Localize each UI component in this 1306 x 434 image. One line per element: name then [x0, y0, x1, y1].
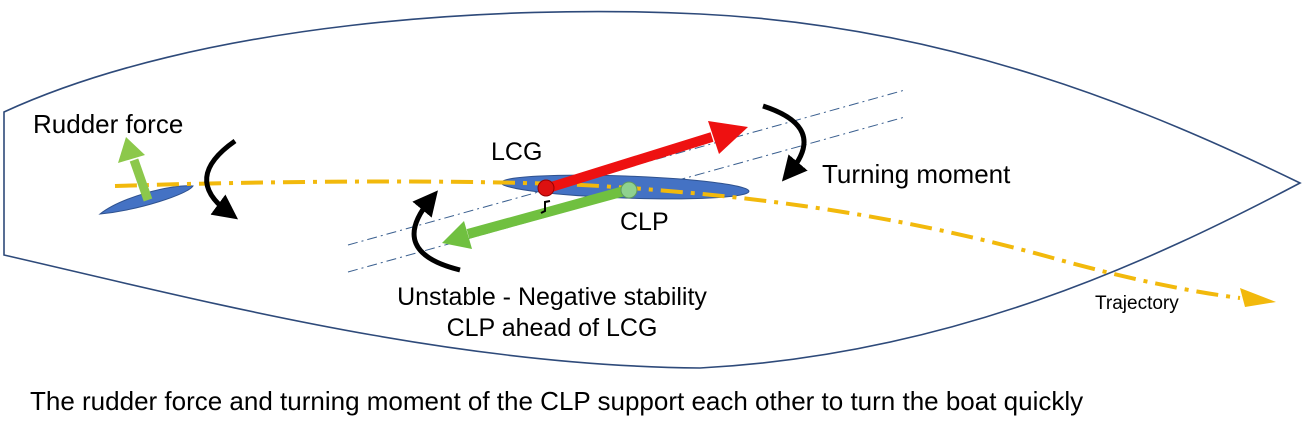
- trajectory-arrowhead: [1240, 288, 1276, 307]
- stability-note-line1: Unstable - Negative stability: [397, 283, 707, 311]
- lcg-label: LCG: [491, 138, 542, 166]
- turning-moment-label: Turning moment: [822, 159, 1011, 189]
- clp-label: CLP: [620, 208, 669, 236]
- hull-outline: [3, 10, 1302, 369]
- resistance-shaft: [466, 185, 630, 239]
- trajectory-path: [114, 179, 1241, 300]
- lever-arm-bracket: [540, 200, 551, 214]
- rudder-moment-arrow-icon: [204, 138, 239, 220]
- clp-marker: [620, 181, 638, 199]
- stability-note-line2: CLP ahead of LCG: [447, 314, 658, 342]
- side-force-shaft: [546, 132, 714, 193]
- negative-stability-moment-arrow-icon: [411, 190, 461, 273]
- resistance-arrowhead: [442, 221, 472, 249]
- trajectory-label: Trajectory: [1095, 293, 1179, 314]
- lcg-marker: [537, 179, 555, 197]
- rudder-force-label: Rudder force: [33, 109, 183, 139]
- rudder-force-shaft: [129, 158, 153, 202]
- diagram-caption: The rudder force and turning moment of t…: [30, 386, 1083, 416]
- side-force-arrowhead: [708, 121, 748, 154]
- turning-moment-arrow-icon: [762, 103, 808, 182]
- rudder-force-arrowhead: [118, 137, 145, 163]
